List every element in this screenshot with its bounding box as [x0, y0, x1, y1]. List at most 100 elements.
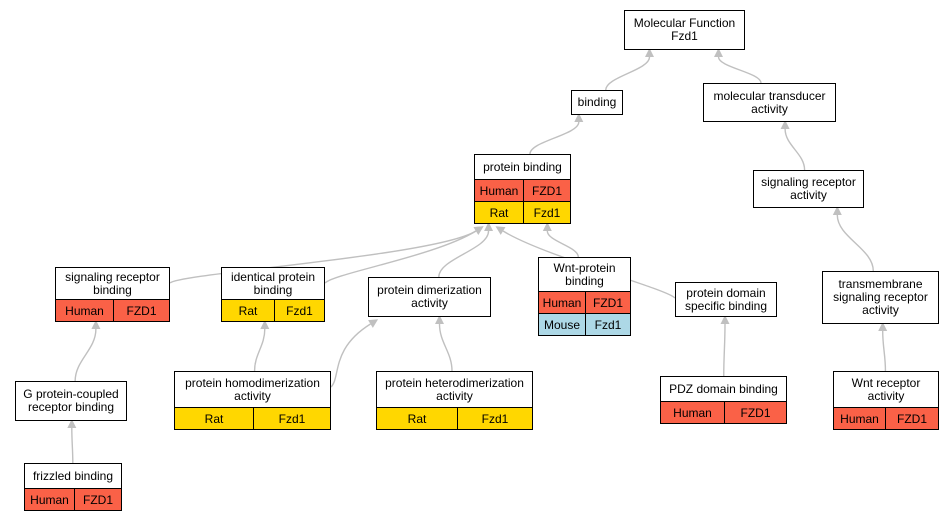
species-cell: Human: [65, 303, 104, 318]
edge-line: [324, 230, 477, 284]
edge-arrowhead: [832, 206, 842, 215]
go-term-label: signaling receptor activity: [761, 175, 856, 202]
edge-arrowhead: [91, 320, 101, 329]
annotation-row: Human FZD1: [834, 407, 938, 429]
edge-arrowhead: [67, 419, 77, 428]
gene-cell: Fzd1: [253, 408, 330, 429]
go-term-label: Molecular Function Fzd1: [633, 16, 736, 43]
edge-line: [882, 330, 887, 372]
go-term-label: protein domain specific binding: [684, 285, 768, 313]
edge-arrowhead: [473, 226, 484, 235]
go-term-node[interactable]: Molecular Function Fzd1: [624, 10, 745, 50]
edge-arrowhead: [495, 226, 506, 235]
edge-line: [546, 230, 579, 258]
species-cell: Human: [542, 295, 582, 310]
species-cell: Rat: [204, 411, 224, 426]
go-term-label: PDZ domain binding: [669, 381, 778, 396]
go-term-label: protein heterodimerization activity: [385, 375, 524, 403]
gene-cell: FZD1: [74, 489, 121, 510]
edge-arrowhead: [645, 48, 654, 57]
go-term-label: frizzled binding: [32, 468, 114, 483]
edge-arrowhead: [714, 48, 723, 57]
go-term-label: G protein-coupled receptor binding: [23, 387, 119, 414]
gene-cell: FZD1: [113, 300, 169, 321]
edge-line: [836, 214, 874, 272]
go-term-node[interactable]: protein dimerization activity: [368, 277, 491, 317]
edge-line: [253, 328, 266, 372]
species-cell: Rat: [489, 205, 509, 220]
edge-line: [605, 56, 651, 91]
go-term-node[interactable]: G protein-coupled receptor binding: [15, 381, 127, 421]
go-term-label: binding: [577, 95, 617, 109]
annotation-row: Rat Fzd1: [475, 201, 570, 223]
go-term-label: Wnt receptor activity: [851, 375, 921, 403]
edge-arrowhead: [484, 222, 494, 231]
go-term-label: molecular transducer activity: [713, 88, 826, 116]
edge-line: [717, 56, 762, 84]
species-cell: Human: [30, 492, 69, 507]
gene-cell: Fzd1: [274, 300, 324, 321]
edge-arrowhead: [260, 320, 270, 329]
go-term-node[interactable]: binding: [571, 90, 623, 115]
edge-arrowhead: [435, 315, 444, 324]
species-cell: Human: [840, 411, 879, 426]
species-cell: Rat: [238, 303, 258, 318]
gene-cell: FZD1: [885, 408, 938, 429]
annotation-row: Rat Fzd1: [175, 407, 330, 429]
gene-cell: FZD1: [585, 292, 630, 313]
edge-line: [438, 323, 453, 372]
species-cell: Rat: [407, 411, 427, 426]
species-cell: Mouse: [543, 317, 581, 332]
go-term-label: protein binding: [483, 159, 562, 174]
edge-arrowhead: [542, 222, 552, 231]
edge-line: [330, 323, 371, 388]
go-term-label: protein dimerization activity: [377, 283, 482, 310]
gene-cell: Fzd1: [523, 202, 570, 223]
annotation-row: Human FZD1: [56, 299, 169, 321]
gene-cell: FZD1: [523, 180, 570, 201]
gene-cell: Fzd1: [585, 314, 630, 335]
edge-line: [723, 323, 726, 377]
annotation-row: Rat Fzd1: [377, 407, 532, 429]
go-term-node[interactable]: molecular transducer activity: [703, 83, 836, 122]
go-term-label: identical protein binding: [230, 269, 316, 297]
go-term-node[interactable]: signaling receptor activity: [753, 170, 864, 208]
gene-cell: Fzd1: [457, 408, 532, 429]
annotation-row: Human FZD1: [661, 401, 786, 423]
go-term-node[interactable]: transmembrane signaling receptor activit…: [822, 271, 939, 324]
annotation-row: Mouse Fzd1: [539, 313, 630, 335]
edge-line: [169, 230, 477, 284]
annotation-row: Human FZD1: [475, 179, 570, 201]
edge-line: [74, 328, 97, 382]
edge-line: [71, 427, 74, 464]
gene-cell: FZD1: [724, 402, 786, 423]
edge-arrowhead: [574, 113, 584, 122]
edge-arrowhead: [720, 315, 730, 324]
go-term-node[interactable]: protein domain specific binding: [675, 282, 777, 317]
go-term-label: signaling receptor binding: [65, 269, 160, 297]
edge-arrowhead: [780, 120, 790, 129]
edge-arrowhead: [368, 319, 379, 328]
edge-line: [784, 128, 806, 171]
edge-line: [529, 121, 580, 155]
go-term-label: Wnt-protein binding: [553, 260, 616, 288]
go-term-label: protein homodimerization activity: [185, 375, 320, 403]
edge-arrowhead: [878, 322, 888, 331]
species-cell: Human: [479, 183, 519, 198]
edge-line: [438, 230, 490, 278]
annotation-row: Human FZD1: [25, 488, 121, 510]
species-cell: Human: [673, 405, 712, 420]
go-term-label: transmembrane signaling receptor activit…: [833, 277, 928, 317]
annotation-row: Rat Fzd1: [222, 299, 324, 321]
